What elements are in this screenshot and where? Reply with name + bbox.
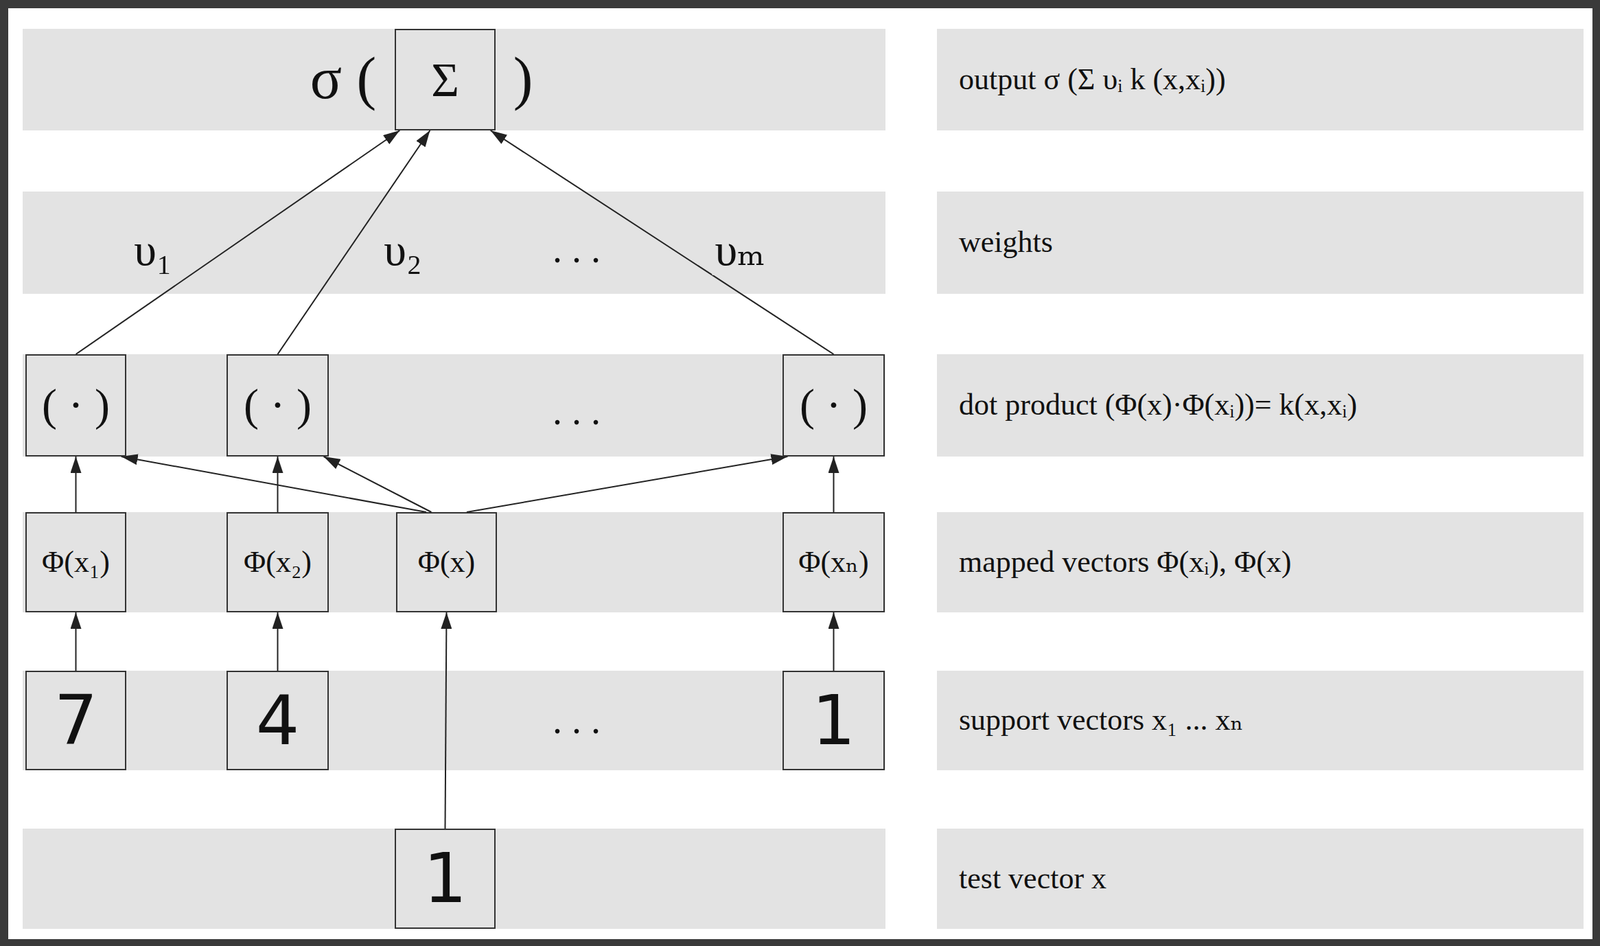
mapped-vector-box: Φ(x₂) — [226, 512, 329, 613]
node-text: weights — [958, 225, 1053, 259]
ellipsis: . . . — [552, 699, 601, 742]
connector-arrow — [277, 456, 279, 513]
row-caption: support vectors x₁ ... xₙ — [936, 670, 1584, 771]
connector-arrow — [445, 612, 447, 829]
node-text: 4 — [256, 682, 300, 759]
node-text: mapped vectors Φ(xᵢ), Φ(x) — [958, 545, 1292, 579]
node-text: 7 — [54, 682, 99, 759]
row-band — [22, 828, 886, 929]
connector-arrow — [277, 130, 431, 355]
connector-arrow — [833, 612, 835, 671]
node-text: Σ — [431, 53, 460, 107]
node-text: ( · ) — [41, 380, 110, 431]
node-text: dot product (Φ(x)·Φ(xᵢ))= k(x,xᵢ) — [958, 388, 1358, 422]
row-band — [22, 670, 886, 771]
weight-label: υₘ — [711, 225, 768, 276]
connector-arrow — [76, 130, 401, 355]
node-text: ( · ) — [799, 380, 868, 431]
node-text: test vector x — [958, 862, 1107, 896]
sigma-open: σ ( — [310, 45, 377, 112]
sigma-close: ) — [513, 45, 534, 112]
row-caption: test vector x — [936, 828, 1584, 929]
row-band — [22, 512, 886, 613]
mapped-vector-box: Φ(x₁) — [25, 512, 127, 613]
node-text: output σ (Σ υᵢ k (x,xᵢ)) — [958, 63, 1226, 97]
node-text: 1 — [812, 682, 856, 759]
node-text: Φ(xₙ) — [798, 545, 869, 579]
digit-box: 4 — [226, 670, 329, 771]
weight-label: υ₁ — [131, 225, 176, 276]
dot-product-box: ( · ) — [25, 354, 127, 457]
digit-box: 7 — [25, 670, 127, 771]
node-text: Φ(x₁) — [41, 545, 110, 579]
connector-arrow — [75, 456, 77, 513]
node-text: 1 — [423, 840, 468, 917]
connector-arrow — [833, 456, 835, 513]
row-band — [22, 354, 886, 457]
node-text: support vectors x₁ ... xₙ — [958, 703, 1244, 737]
row-caption: mapped vectors Φ(xᵢ), Φ(x) — [936, 512, 1584, 613]
white-panel — [8, 8, 1593, 939]
row-caption: weights — [936, 191, 1584, 294]
connector-arrow — [277, 612, 279, 671]
node-text: Φ(x) — [418, 545, 475, 579]
node-text: ( · ) — [243, 380, 312, 431]
row-caption: dot product (Φ(x)·Φ(xᵢ))= k(x,xᵢ) — [936, 354, 1584, 457]
digit-box: 1 — [394, 828, 496, 929]
ellipsis: . . . — [552, 390, 601, 434]
connector-arrow — [490, 130, 834, 355]
dot-product-box: ( · ) — [782, 354, 885, 457]
sum-box: Σ — [394, 28, 496, 131]
ellipsis: . . . — [552, 228, 601, 272]
row-band — [22, 28, 886, 131]
digit-box: 1 — [782, 670, 885, 771]
row-band — [22, 191, 886, 294]
row-caption: output σ (Σ υᵢ k (x,xᵢ)) — [936, 28, 1584, 131]
connector-arrow — [75, 612, 77, 671]
dot-product-box: ( · ) — [226, 354, 329, 457]
connector-arrow — [466, 456, 788, 513]
mapped-vector-box: Φ(x) — [396, 512, 497, 613]
node-text: Φ(x₂) — [243, 545, 312, 579]
connector-arrow — [121, 456, 427, 513]
weight-label: υ₂ — [380, 225, 425, 276]
connector-arrow — [323, 456, 432, 513]
mapped-vector-box: Φ(xₙ) — [782, 512, 885, 613]
